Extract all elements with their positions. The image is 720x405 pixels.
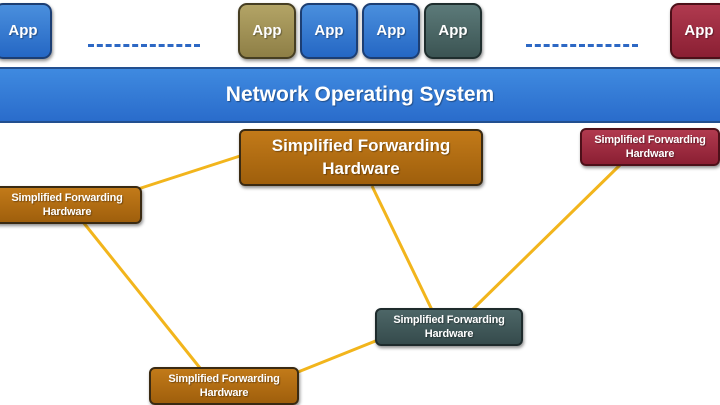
network-operating-system-label: Network Operating System xyxy=(225,83,495,106)
link-left-to-bottom xyxy=(81,221,202,369)
app-box-3: App xyxy=(300,3,358,59)
dashed-separator-left xyxy=(88,44,200,47)
dashed-separator-right xyxy=(526,44,638,47)
forwarding-node-label-line1: Simplified Forwarding xyxy=(271,136,451,156)
forwarding-node-left: Simplified Forwarding Hardware xyxy=(0,186,142,224)
app-box-2: App xyxy=(238,3,296,59)
forwarding-node-label-line2: Hardware xyxy=(42,206,92,218)
link-center-to-lower-right xyxy=(370,185,434,311)
forwarding-node-right: Simplified Forwarding Hardware xyxy=(580,128,720,166)
forwarding-node-lower-right: Simplified Forwarding Hardware xyxy=(375,308,523,346)
link-left-to-center xyxy=(137,154,241,191)
forwarding-node-label-line1: Simplified Forwarding xyxy=(393,313,505,326)
forwarding-node-label-line1: Simplified Forwarding xyxy=(594,133,706,146)
forwarding-node-center: Simplified Forwarding Hardware xyxy=(239,129,483,186)
forwarding-node-label-line2: Hardware xyxy=(199,387,249,399)
forwarding-node-bottom: Simplified Forwarding Hardware xyxy=(149,367,299,405)
app-box-1: App xyxy=(0,3,52,59)
forwarding-node-label-line2: Hardware xyxy=(625,148,675,160)
forwarding-node-label-line1: Simplified Forwarding xyxy=(11,191,123,204)
forwarding-node-label-line2: Hardware xyxy=(424,328,474,340)
app-box-6: App xyxy=(670,3,720,59)
link-bottom-to-lower-right xyxy=(297,338,379,374)
forwarding-node-label-line1: Simplified Forwarding xyxy=(168,372,280,385)
app-box-5: App xyxy=(424,3,482,59)
forwarding-node-label-line2: Hardware xyxy=(322,158,400,178)
link-right-to-lower-right xyxy=(470,163,622,312)
app-box-4: App xyxy=(362,3,420,59)
network-operating-system-bar: Network Operating System xyxy=(0,67,720,123)
